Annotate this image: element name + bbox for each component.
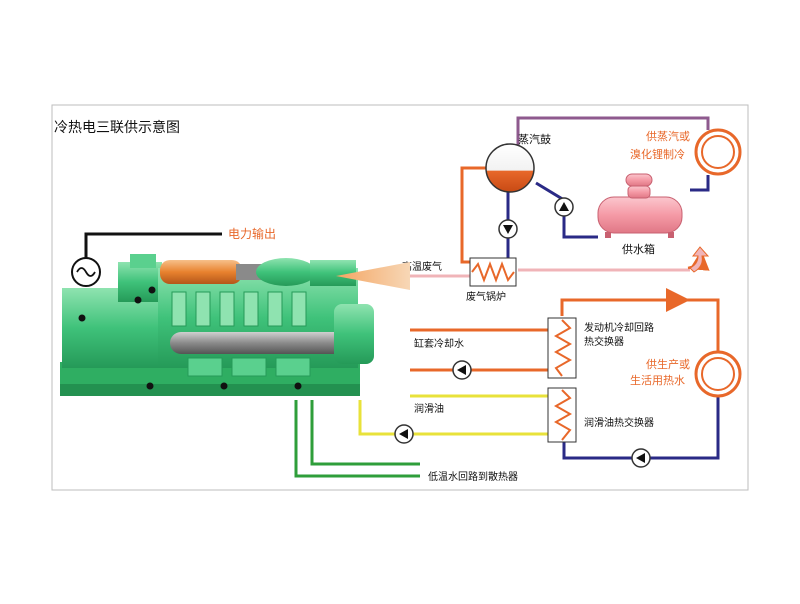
lube-hx-label: 润滑油热交换器 (584, 416, 654, 429)
steam-user-heat-exchanger-icon (694, 128, 742, 176)
waste-heat-boiler (469, 257, 517, 287)
steam-supply-label-2: 溴化锂制冷 (630, 147, 685, 161)
steam-supply-label-1: 供蒸汽或 (646, 129, 690, 143)
diagram-title: 冷热电三联供示意图 (54, 119, 180, 136)
low-temp-loop (294, 400, 420, 478)
pump-icon (631, 448, 651, 468)
hot-water-user-icon (694, 350, 742, 398)
exhaust-arrow-icon (689, 246, 710, 273)
production-label-2: 生活用热水 (630, 373, 685, 387)
hot-exhaust-label: 高温废气 (402, 260, 442, 273)
production-label-1: 供生产或 (646, 357, 690, 371)
jacket-water-label: 缸套冷却水 (414, 337, 464, 350)
generator-icon (71, 257, 101, 287)
power-output-label: 电力输出 (228, 226, 276, 241)
waste-boiler-label: 废气锅炉 (466, 290, 506, 303)
engine-hx-label-2: 热交换器 (584, 335, 624, 348)
low-temp-loop-label: 低温水回路到散热器 (428, 470, 518, 483)
steam-drum (485, 143, 535, 193)
power-output-line (84, 232, 222, 258)
water-supply-tank (597, 173, 683, 238)
lube-oil-circuit (358, 394, 548, 436)
engine-heat-exchanger-icon (547, 317, 577, 379)
pump-icon (554, 197, 574, 217)
engine-genset (60, 254, 410, 396)
lube-oil-label: 润滑油 (414, 402, 444, 415)
pump-icon (452, 360, 472, 380)
engine-hx-label-1: 发动机冷却回路 (584, 321, 654, 334)
pump-icon (498, 219, 518, 239)
lube-heat-exchanger-icon (547, 387, 577, 443)
water-tank-label: 供水箱 (622, 242, 655, 256)
pump-icon (394, 424, 414, 444)
steam-drum-label: 蒸汽鼓 (518, 132, 551, 146)
